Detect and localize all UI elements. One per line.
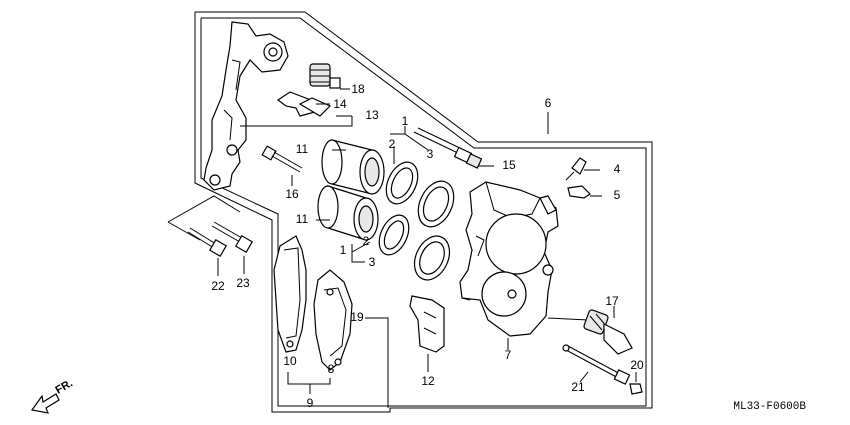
part-23-bolt xyxy=(211,221,254,274)
callout-2-upper: 2 xyxy=(389,137,396,151)
part-20-plug xyxy=(629,372,643,395)
part-15-slide-pin xyxy=(413,127,483,169)
callout-22: 22 xyxy=(211,279,225,293)
part-22-bolt xyxy=(187,227,228,276)
part-21-hanger-pin xyxy=(562,344,631,385)
part-4-bleeder xyxy=(565,157,587,181)
callout-7: 7 xyxy=(505,348,512,362)
part-17-pin-boot xyxy=(547,306,633,355)
part-3-seal-upper xyxy=(417,180,455,228)
callout-9: 9 xyxy=(307,396,314,410)
leader-13 xyxy=(240,115,353,127)
part-18-boot xyxy=(309,63,350,90)
callout-4: 4 xyxy=(614,162,621,176)
callout-2-lower: 2 xyxy=(363,234,370,248)
caliper-bracket xyxy=(203,21,289,191)
callout-21: 21 xyxy=(571,380,585,394)
part-5-cap xyxy=(567,185,591,199)
part-14-clip xyxy=(276,91,332,117)
leader-box-19 xyxy=(365,317,389,408)
leader-9 xyxy=(287,372,331,394)
assembly-box-6 xyxy=(194,11,653,413)
callout-6: 6 xyxy=(545,96,552,110)
part-16-bolt xyxy=(261,145,303,186)
callout-16: 16 xyxy=(285,187,299,201)
callout-18: 18 xyxy=(351,82,365,96)
part-2-seal-upper xyxy=(385,161,419,205)
callout-3-lower: 3 xyxy=(369,255,376,269)
callout-1-lower: 1 xyxy=(340,243,347,257)
part-11-piston-lower xyxy=(317,185,379,241)
callout-3-upper: 3 xyxy=(427,147,434,161)
diagram-code: ML33-F0600B xyxy=(733,401,806,413)
callout-12: 12 xyxy=(421,374,435,388)
part-12-pad-retainer xyxy=(409,295,445,372)
part-8-brake-pad xyxy=(313,269,353,371)
part-10-brake-pad xyxy=(273,235,307,353)
bolt-frame-lines xyxy=(167,195,241,241)
callout-10: 10 xyxy=(283,354,297,368)
callout-8: 8 xyxy=(328,362,335,376)
callout-15: 15 xyxy=(502,158,516,172)
callout-19: 19 xyxy=(350,310,364,324)
callout-1-upper: 1 xyxy=(402,114,409,128)
direction-label: FR. xyxy=(54,377,75,396)
callout-20: 20 xyxy=(630,358,644,372)
leaders-1-2-3 xyxy=(351,126,429,263)
callout-14: 14 xyxy=(333,97,347,111)
callout-23: 23 xyxy=(236,276,250,290)
leaders-misc xyxy=(316,112,602,350)
part-7-caliper-body xyxy=(459,181,559,337)
callout-17: 17 xyxy=(605,294,619,308)
callout-11-upper: 11 xyxy=(296,142,309,156)
callout-5: 5 xyxy=(614,188,621,202)
callout-11-lower: 11 xyxy=(296,212,309,226)
callout-13: 13 xyxy=(365,108,379,122)
part-2-seal-lower xyxy=(378,214,410,256)
part-3-seal-lower xyxy=(413,235,451,281)
front-direction-arrow-icon xyxy=(30,393,60,414)
part-11-piston-upper xyxy=(321,139,385,195)
